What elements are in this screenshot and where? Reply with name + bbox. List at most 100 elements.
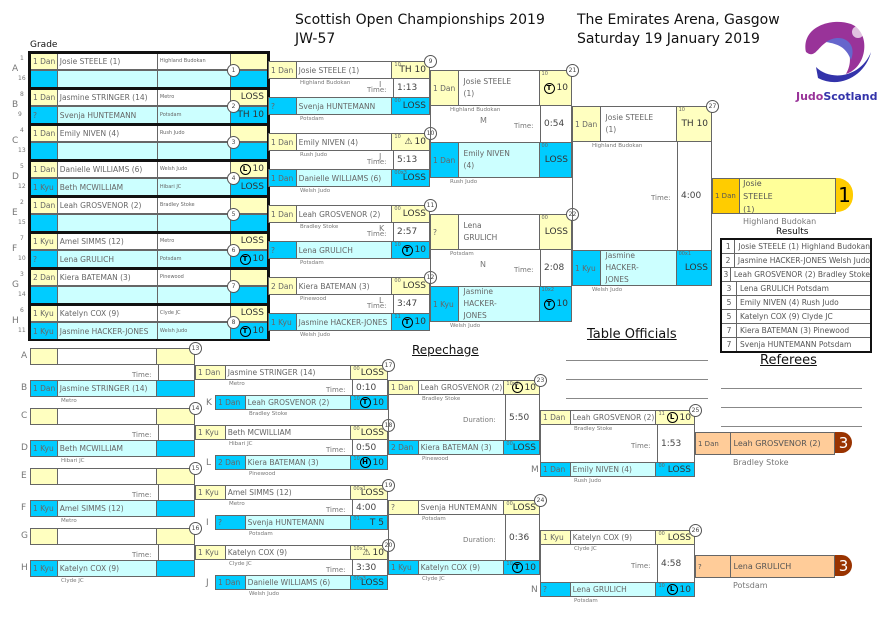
time-box[interactable]: 3:30	[352, 560, 388, 575]
score-cell[interactable]	[157, 381, 194, 396]
score-cell[interactable]	[157, 349, 194, 364]
time-box[interactable]	[158, 365, 195, 380]
time-box[interactable]: 0:10	[352, 380, 388, 395]
score-cell[interactable]	[231, 125, 267, 141]
time-box[interactable]	[158, 485, 195, 500]
time-box[interactable]	[158, 545, 195, 560]
competitor-row[interactable]	[30, 214, 268, 232]
score-cell[interactable]	[157, 561, 194, 576]
time-box[interactable]: 2:57	[393, 223, 430, 241]
time-box[interactable]: 3:47	[393, 295, 430, 313]
referee-signature-line[interactable]	[721, 426, 862, 427]
time-box[interactable]: 0:36	[505, 515, 540, 560]
score-cell[interactable]	[231, 215, 267, 231]
score-cell[interactable]: LOSS	[231, 305, 267, 321]
time-box[interactable]: 2:08	[540, 250, 572, 286]
official-signature-line[interactable]	[566, 398, 708, 399]
time-box[interactable]: 5:13	[393, 151, 430, 169]
score-cell[interactable]: 10⚠10	[392, 134, 429, 150]
score-cell[interactable]	[231, 287, 267, 303]
score-cell[interactable]	[157, 501, 194, 516]
referee-signature-line[interactable]	[721, 388, 862, 389]
time-box[interactable]: 4:58	[657, 545, 695, 582]
time-box[interactable]: 0:54	[540, 106, 572, 142]
time-box[interactable]: 4:00	[677, 142, 712, 250]
competitor-row[interactable]	[30, 528, 195, 545]
score-cell[interactable]: 10x1⚠10	[351, 546, 387, 559]
competitor-row[interactable]	[30, 408, 195, 425]
score-cell[interactable]: TH 10	[231, 107, 267, 123]
score-cell[interactable]	[231, 143, 267, 159]
score-cell[interactable]: LOSS	[231, 179, 267, 195]
score-cell[interactable]: LOSS	[231, 89, 267, 105]
score-cell[interactable]	[157, 529, 194, 544]
time-box[interactable]: 5:50	[505, 395, 540, 440]
score-cell[interactable]	[157, 441, 194, 456]
score-cell[interactable]	[157, 409, 194, 424]
official-signature-line[interactable]	[566, 360, 708, 361]
time-box[interactable]	[158, 425, 195, 440]
score-cell[interactable]	[231, 197, 267, 213]
